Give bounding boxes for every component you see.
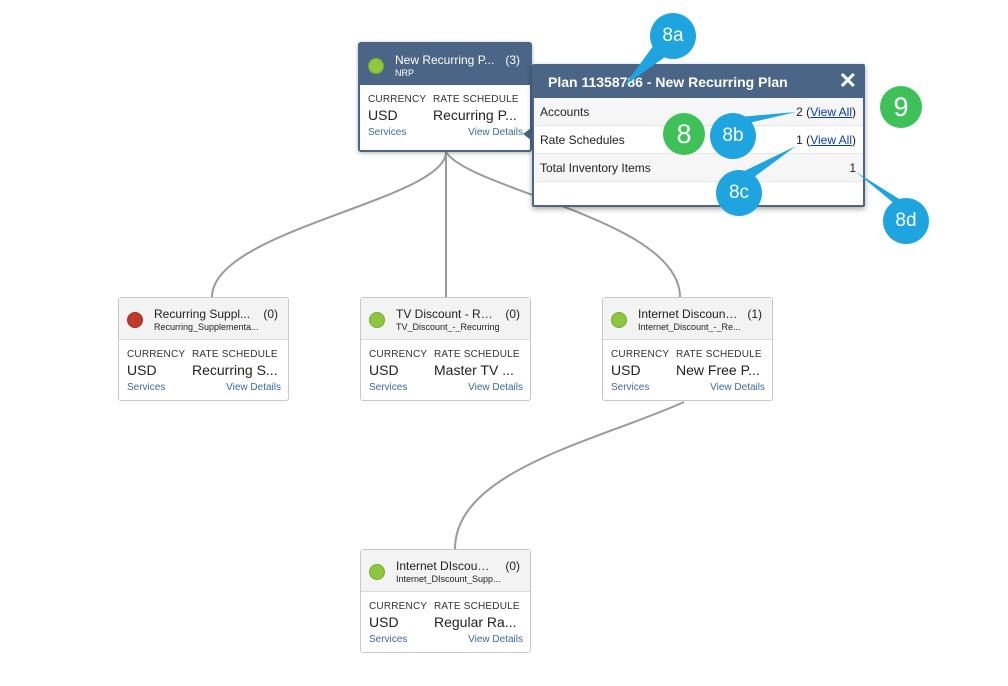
accounts-value: 2 (View All)	[796, 105, 856, 119]
services-link[interactable]: Services	[369, 382, 408, 393]
connector-root-internet-discount	[445, 151, 681, 298]
status-active-icon	[368, 58, 384, 74]
currency-label: CURRENCY	[369, 349, 428, 360]
rate-schedule-label: RATE SCHEDULE	[434, 601, 520, 612]
view-details-link[interactable]: View Details	[468, 382, 523, 393]
services-link[interactable]: Services	[369, 634, 408, 645]
connector-internet-discount-supplemental	[454, 401, 685, 550]
plan-node-internet-discount-supplemental[interactable]: Internet DIscount... (0) Internet_DIscou…	[360, 549, 531, 653]
rate-schedule-label: RATE SCHEDULE	[676, 349, 762, 360]
status-inactive-icon	[127, 312, 143, 328]
total-inventory-label: Total Inventory Items	[540, 161, 651, 175]
currency-label: CURRENCY	[611, 349, 670, 360]
accounts-label: Accounts	[540, 105, 590, 119]
view-details-link[interactable]: View Details	[468, 634, 523, 645]
plan-node-child-count: (0)	[505, 307, 520, 321]
plan-node-root[interactable]: New Recurring P... (3) NRP CURRENCY RATE…	[358, 42, 532, 152]
plan-node-tv-discount[interactable]: TV Discount - Re... (0) TV_Discount_-_Re…	[360, 297, 531, 401]
services-link[interactable]: Services	[611, 382, 650, 393]
popup-pointer	[523, 128, 531, 140]
plan-node-header: Internet Discount... (1) Internet_Discou…	[603, 298, 772, 340]
currency-label: CURRENCY	[369, 601, 428, 612]
status-active-icon	[611, 312, 627, 328]
callout-8: 8	[663, 113, 705, 155]
callout-8c: 8c	[716, 170, 762, 216]
currency-label: CURRENCY	[368, 94, 427, 105]
rate-schedule-label: RATE SCHEDULE	[434, 349, 520, 360]
popup-row-total-inventory: Total Inventory Items 1	[534, 154, 863, 182]
rate-schedule-label: RATE SCHEDULE	[433, 94, 519, 105]
view-details-link[interactable]: View Details	[226, 382, 281, 393]
callout-8d: 8d	[883, 198, 929, 244]
plan-node-child-count: (3)	[505, 53, 520, 67]
rate-schedule-label: RATE SCHEDULE	[192, 349, 278, 360]
plan-node-header: New Recurring P... (3) NRP	[360, 44, 530, 85]
accounts-view-all-link[interactable]: View All	[810, 105, 852, 119]
services-link[interactable]: Services	[368, 127, 407, 138]
rate-schedules-value: 1 (View All)	[796, 133, 856, 147]
status-active-icon	[369, 564, 385, 580]
callout-9: 9	[880, 86, 922, 128]
popup-title: Plan 11358786 - New Recurring Plan	[548, 74, 788, 90]
popup-row-rate-schedules: Rate Schedules 1 (View All)	[534, 126, 863, 154]
callout-8b: 8b	[710, 113, 756, 159]
plan-node-internet-discount[interactable]: Internet Discount... (1) Internet_Discou…	[602, 297, 773, 401]
plan-node-child-count: (1)	[747, 307, 762, 321]
plan-node-header: TV Discount - Re... (0) TV_Discount_-_Re…	[361, 298, 530, 340]
plan-node-header: Recurring Suppl... (0) Recurring_Supplem…	[119, 298, 288, 340]
status-active-icon	[369, 312, 385, 328]
close-icon[interactable]: ✕	[838, 68, 857, 93]
view-details-link[interactable]: View Details	[710, 382, 765, 393]
currency-label: CURRENCY	[127, 349, 186, 360]
plan-node-child-count: (0)	[263, 307, 278, 321]
rate-schedules-view-all-link[interactable]: View All	[810, 133, 852, 147]
connector-root-recurring-supplemental	[211, 151, 447, 298]
plan-node-child-count: (0)	[505, 559, 520, 573]
plan-node-recurring-supplemental[interactable]: Recurring Suppl... (0) Recurring_Supplem…	[118, 297, 289, 401]
popup-header: Plan 11358786 - New Recurring Plan ✕	[534, 66, 863, 98]
services-link[interactable]: Services	[127, 382, 166, 393]
view-details-link[interactable]: View Details	[468, 127, 523, 138]
rate-schedules-label: Rate Schedules	[540, 133, 625, 147]
total-inventory-value: 1	[849, 161, 856, 175]
callout-8a: 8a	[650, 13, 696, 59]
callout-8c-pointer	[734, 146, 796, 180]
plan-node-header: Internet DIscount... (0) Internet_DIscou…	[361, 550, 530, 592]
